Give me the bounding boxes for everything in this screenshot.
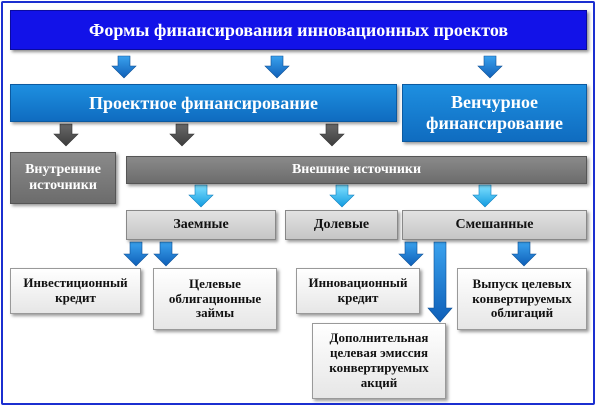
- innovation-credit-box: Инновационный кредит: [296, 268, 420, 314]
- additional-emission-box: Дополнительная целевая эмиссия конвертир…: [312, 323, 446, 399]
- loan-sources-box: Заемные: [126, 210, 276, 240]
- diagram-title: Формы финансирования инновационных проек…: [10, 10, 587, 50]
- equity-sources-box: Долевые: [285, 210, 398, 240]
- outer-frame: [1, 1, 595, 405]
- project-financing-box: Проектное финансирование: [10, 84, 397, 122]
- internal-sources-box: Внутренние источники: [10, 152, 116, 204]
- target-convertible-bonds-box: Выпуск целевых конвертируемых облигаций: [457, 268, 587, 330]
- target-bond-loans-box: Целевые облигационные займы: [153, 268, 277, 330]
- external-sources-box: Внешние источники: [126, 156, 587, 184]
- venture-financing-box: Венчурное финансирование: [402, 84, 587, 142]
- mixed-sources-box: Смешанные: [402, 210, 587, 240]
- investment-credit-box: Инвестиционный кредит: [10, 268, 141, 314]
